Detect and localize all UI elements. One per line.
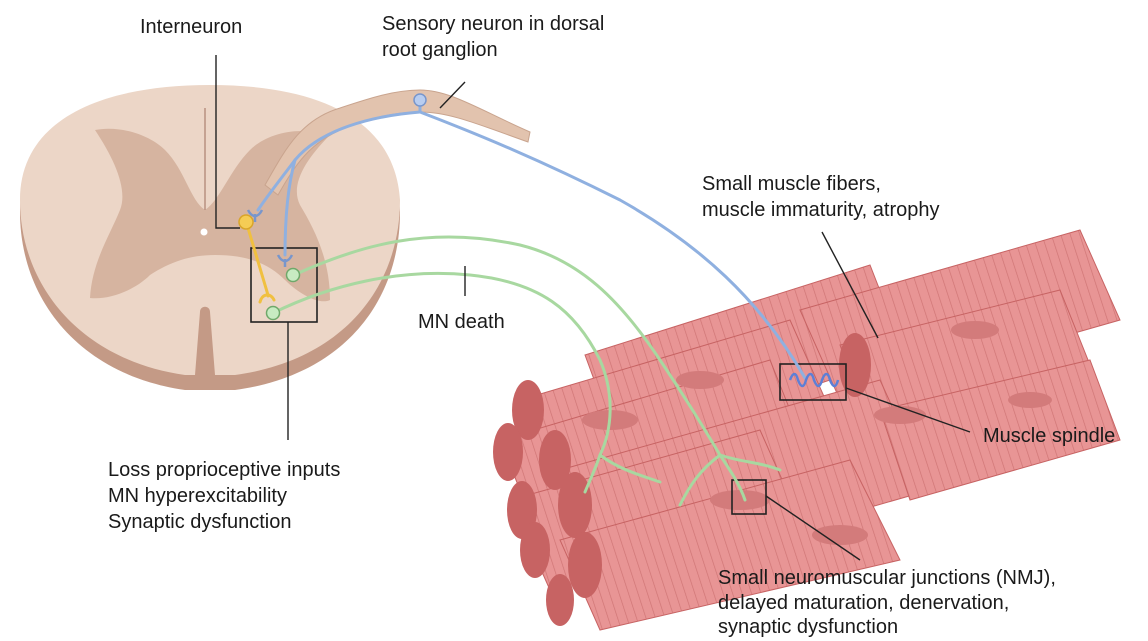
muscle-nucleus [676, 371, 724, 389]
sensory-soma [414, 94, 426, 106]
muscle-fiber-end [520, 522, 550, 578]
label-spinal-line1: Loss proprioceptive inputs [108, 458, 340, 482]
muscle-nucleus [874, 406, 926, 424]
label-mn-death: MN death [418, 310, 505, 334]
interneuron-soma [239, 215, 253, 229]
label-interneuron: Interneuron [140, 15, 242, 39]
label-sensory-neuron-line1: Sensory neuron in dorsal [382, 12, 604, 36]
muscle-fiber-end [839, 333, 871, 397]
motor-neuron-soma-lower [267, 307, 280, 320]
label-spinal-line2: MN hyperexcitability [108, 484, 287, 508]
label-spinal-line3: Synaptic dysfunction [108, 510, 291, 534]
central-canal [201, 229, 208, 236]
label-muscle-fibers-line2: muscle immaturity, atrophy [702, 198, 939, 222]
muscle-nucleus [951, 321, 999, 339]
muscle-nucleus [1008, 392, 1052, 408]
label-nmj-line3: synaptic dysfunction [718, 615, 898, 639]
muscle-fiber-end [568, 532, 602, 598]
label-nmj-line1: Small neuromuscular junctions (NMJ), [718, 566, 1056, 590]
label-muscle-spindle: Muscle spindle [983, 424, 1115, 448]
label-nmj-line2: delayed maturation, denervation, [718, 591, 1009, 615]
label-muscle-fibers-line1: Small muscle fibers, [702, 172, 881, 196]
muscle-fiber-end [558, 472, 592, 538]
muscle-fiber-end [493, 423, 523, 481]
muscle-nucleus [812, 525, 868, 545]
label-sensory-neuron-line2: root ganglion [382, 38, 498, 62]
motor-neuron-soma-upper [287, 269, 300, 282]
spinal-cord-section [20, 85, 400, 390]
muscle-fiber-end [546, 574, 574, 626]
muscle-nucleus [710, 490, 770, 510]
